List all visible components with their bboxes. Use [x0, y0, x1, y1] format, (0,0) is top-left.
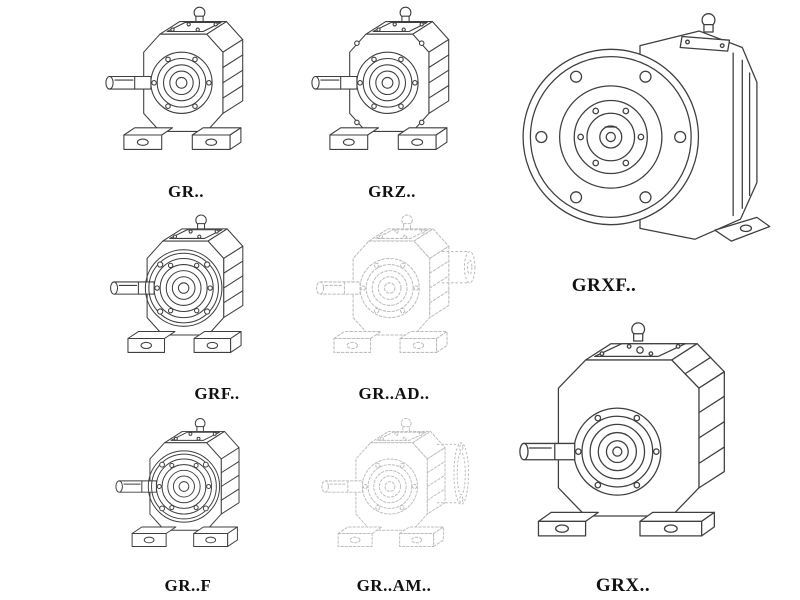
model-label-grxf: GRXF.. — [571, 275, 637, 296]
gr-am-motor-flange-gearbox-drawing — [321, 417, 470, 547]
gr-f-flange-foot-gearbox-drawing — [115, 417, 240, 547]
gr-foot-mounted-gearbox-drawing — [105, 6, 244, 150]
catalog-item-grxf: GRXF.. — [492, 0, 788, 300]
catalog-item-gr-f: GR..F — [86, 412, 290, 600]
grf-flange-foot-gearbox-drawing — [110, 214, 244, 353]
catalog-item-gr: GR.. — [88, 0, 284, 206]
model-label-grx: GRX.. — [595, 575, 651, 596]
model-label-gr-f: GR..F — [164, 576, 212, 595]
model-label-gr-am: GR..AM.. — [356, 576, 432, 595]
catalog-item-grx: GRX.. — [492, 302, 788, 600]
grxf-flange-mounted-gearbox-drawing — [522, 13, 771, 242]
gr-ad-input-adapter-gearbox-drawing — [316, 214, 476, 353]
model-label-grz: GRZ.. — [368, 182, 416, 201]
catalog-item-gr-am: GR..AM.. — [288, 412, 500, 600]
model-label-gr-ad: GR..AD.. — [358, 384, 430, 403]
model-label-grf: GRF.. — [194, 384, 240, 403]
grx-large-foot-mounted-gearbox-drawing — [519, 322, 725, 537]
catalog-item-gr-ad: GR..AD.. — [288, 208, 500, 408]
model-label-gr: GR.. — [168, 182, 204, 201]
grz-foot-mounted-gearbox-drawing — [311, 6, 450, 150]
catalog-item-grf: GRF.. — [86, 208, 290, 408]
catalog-item-grz: GRZ.. — [292, 0, 492, 206]
